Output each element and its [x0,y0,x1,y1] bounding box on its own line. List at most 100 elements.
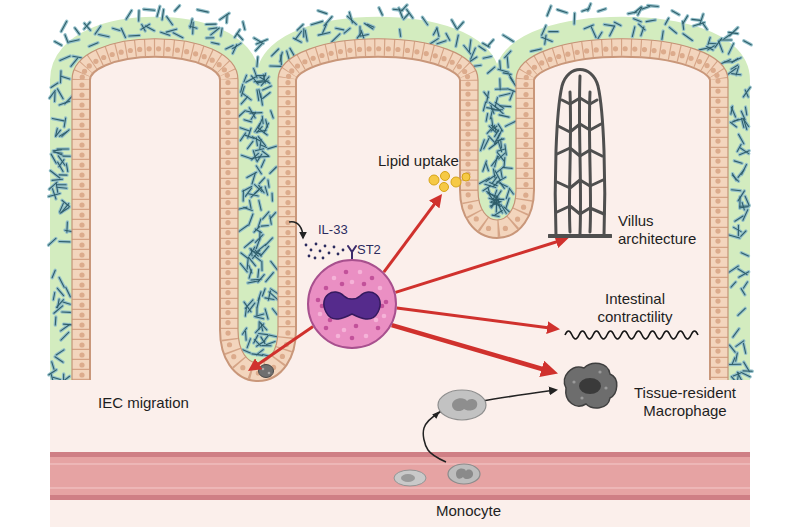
bacterium [265,309,268,319]
epithelial-nucleus [465,121,470,126]
bacterium [256,44,262,51]
bacterium [497,203,502,213]
epithelial-nucleus [715,178,720,183]
bacterium [287,51,289,59]
monocyte-cell: Monocyte [446,462,482,486]
bacterium [237,34,243,40]
epithelial-nucleus [286,74,291,79]
bacterium [53,292,54,299]
bacterium [574,13,576,24]
epithelial-nucleus [231,354,236,359]
bacterium [54,306,63,313]
epithelial-nucleus [285,330,290,335]
bacterium [332,34,340,42]
bacterium [497,177,506,182]
bacterium [471,48,476,59]
bacterium [255,235,263,243]
bacterium [63,156,70,157]
bacterium [243,350,250,353]
bacterium [249,247,254,256]
bacterium [347,16,356,24]
epithelial-nucleus [465,111,470,116]
epithelial-nucleus [715,98,720,103]
bacterium [259,201,261,211]
bacterium [483,57,491,59]
bacterium [503,73,511,75]
bacterium [61,332,69,340]
epithelial-nucleus [285,270,290,275]
bacterium [743,282,747,288]
bacterium [632,27,634,37]
bacterium [258,119,262,128]
epithelial-nucleus [347,48,352,53]
bacterium [683,34,692,41]
bacterium [61,76,70,79]
bacterium [55,357,63,362]
epithelial-nucleus [523,82,528,87]
bacterium [732,358,735,365]
bacterium [61,324,70,330]
epithelial-nucleus [217,62,222,67]
bacterium [73,56,81,58]
bacterium [66,287,70,296]
epithelial-nucleus [466,192,471,197]
bacterium [729,235,740,238]
bacterium [89,43,98,47]
bacterium [367,24,374,27]
epithelial-nucleus [704,63,709,68]
bacterium [483,186,490,191]
bacterium [241,253,248,258]
epithelial-nucleus [302,59,307,64]
bacterium [294,38,302,42]
epithelial-nucleus [539,60,544,65]
epithelial-nucleus [465,141,470,146]
bacterium [457,22,463,29]
bacterium [433,28,437,35]
bacterium [239,111,245,117]
bacterium [452,20,457,28]
bacterium [261,261,262,270]
epithelial-nucleus [715,248,720,253]
epithelial-nucleus [79,92,84,97]
bacterium [66,222,68,232]
vessel-wall [50,495,750,500]
rolling-monocyte [394,470,426,486]
bacterium [510,77,515,85]
bacterium [357,32,361,38]
bacterium [731,65,738,69]
monocyte-outline [448,464,480,484]
bacterium [498,61,502,69]
bacterium [66,164,67,172]
bacterium [49,370,57,375]
bacterium [262,345,271,346]
bacterium [495,130,499,137]
epithelial-nucleus [523,162,528,167]
bacterium [495,87,507,91]
bacterium [741,253,748,256]
bacterium [49,182,57,189]
bacterium [241,253,248,258]
bacterium [557,10,567,13]
epithelial-nucleus [715,168,720,173]
bacterium [259,201,261,211]
epithelial-nucleus [715,288,720,293]
epithelial-nucleus [715,208,720,213]
bacterium [268,146,277,149]
bacterium [63,154,70,157]
bacterium [488,40,493,46]
epithelial-nucleus [225,90,230,95]
bacterium [731,107,735,117]
bacterium [734,227,741,231]
bacterium [318,11,327,14]
bacterium [683,16,688,24]
bacterium [221,28,222,36]
bacterium [732,59,738,63]
bacterium [55,41,62,45]
bacterium [273,309,278,315]
bacterium [57,187,67,188]
bacterium [69,40,79,42]
bacterium [744,41,751,45]
bacterium [598,32,602,38]
bacterium [239,225,248,231]
bacterium [257,350,264,355]
